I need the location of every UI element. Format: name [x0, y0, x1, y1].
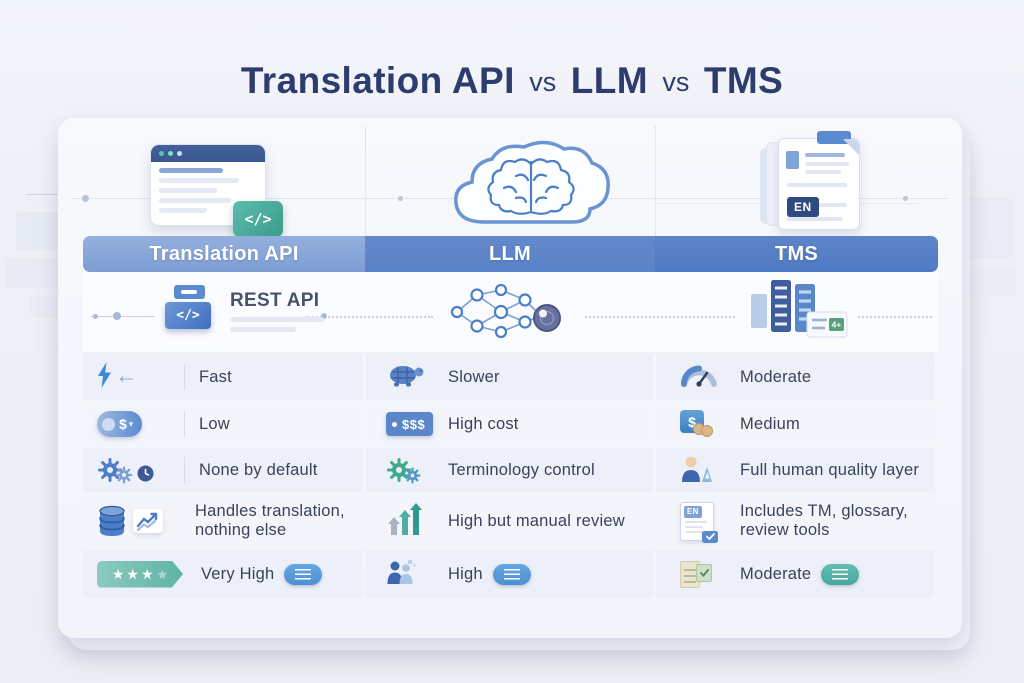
speed-api-label: Fast — [199, 367, 232, 386]
code-window-icon: </> — [165, 284, 217, 330]
lightning-icon — [97, 361, 112, 393]
gauge-icon — [680, 363, 718, 392]
person-badge-icon — [680, 454, 714, 487]
clock-icon — [137, 465, 154, 481]
background-decoration — [966, 198, 1014, 258]
title-vs: vs — [662, 67, 690, 97]
connector-dot — [398, 196, 403, 201]
comment-badge-icon — [284, 563, 323, 585]
top-icons-row: </> — [58, 118, 962, 239]
title-llm: LLM — [570, 60, 648, 101]
comment-badge-icon — [821, 563, 860, 585]
gears-icon — [386, 457, 421, 484]
people-group-icon — [386, 559, 416, 589]
check-icon — [702, 530, 718, 543]
cell-speed-tms: Moderate — [656, 354, 935, 400]
row-scope: Handles translation, nothing else High b… — [83, 494, 938, 548]
connector-line-dotted — [858, 316, 932, 318]
cell-customization-api: None by default — [83, 448, 363, 492]
connector-line-dotted — [585, 316, 735, 318]
cell-cost-api: $ ▾ Low — [83, 402, 363, 446]
quality-tms-label: Moderate — [740, 564, 812, 583]
dollar-coins-icon: $ — [680, 410, 714, 438]
background-connector-line — [26, 194, 62, 195]
cell-quality-llm: High — [366, 550, 653, 598]
cloud-brain-icon — [444, 136, 619, 239]
connector-line-dotted — [305, 316, 433, 318]
database-chart-icon — [97, 505, 163, 538]
gears-clock-icon — [97, 456, 154, 484]
cell-cost-llm: $$$ High cost — [366, 402, 653, 446]
cell-speed-api: ← Fast — [83, 354, 363, 400]
neural-network-icon — [443, 282, 568, 345]
browser-window-icon: </> — [150, 144, 283, 237]
cell-quality-tms: Moderate — [656, 550, 935, 598]
row-cost: $ ▾ Low $$$ High cost — [83, 402, 938, 446]
cell-scope-api: Handles translation, nothing else — [83, 494, 363, 548]
customization-api-label: None by default — [199, 460, 318, 479]
en-language-tag: EN — [787, 197, 819, 217]
connector-dot — [903, 196, 908, 201]
document-stack-icon: EN — [760, 131, 870, 230]
connector-line — [91, 316, 155, 317]
rest-api-label: REST API — [230, 290, 320, 311]
title-tms: TMS — [703, 60, 784, 101]
speed-llm-label: Slower — [448, 367, 500, 386]
quality-llm-label: High — [448, 564, 483, 583]
document-en-check-icon: EN — [680, 501, 718, 543]
connector-dot — [82, 195, 89, 202]
customization-tms-label: Full human quality layer — [740, 460, 920, 479]
title-vs: vs — [529, 67, 557, 97]
cell-scope-llm: High but manual review — [366, 494, 653, 548]
cell-customization-llm: Terminology control — [366, 448, 653, 492]
page-title: Translation API vs LLM vs TMS — [0, 60, 1024, 102]
row-customization: None by default — [83, 448, 938, 492]
cost-tms-label: Medium — [740, 414, 800, 433]
comment-badge-icon — [492, 563, 531, 585]
row-speed: ← Fast Slower — [83, 354, 938, 400]
row-quality: ★★★ ★ Very High — [83, 550, 938, 598]
server-stack-icon: 4+ — [749, 276, 849, 345]
cell-quality-api: ★★★ ★ Very High — [83, 550, 363, 598]
title-api: Translation API — [240, 60, 515, 101]
price-tag-icon: $$$ — [386, 412, 434, 436]
cell-scope-tms: EN Includes TM, glossary, review tools — [656, 494, 935, 548]
trend-lines-icon — [133, 509, 163, 533]
plus-badge: 4+ — [832, 320, 842, 330]
header-translation-api: Translation API — [83, 236, 365, 272]
cell-cost-tms: $ Medium — [656, 402, 935, 446]
speed-tms-label: Moderate — [740, 367, 812, 386]
comparison-card: </> — [58, 118, 962, 638]
scope-llm-label: High but manual review — [448, 511, 625, 530]
code-badge-icon: </> — [165, 302, 211, 329]
table-header: Translation API LLM TMS — [83, 236, 938, 272]
cost-api-label: Low — [199, 414, 230, 433]
scope-api-label: Handles translation, nothing else — [195, 501, 345, 539]
cell-speed-llm: Slower — [366, 354, 653, 400]
rising-arrows-icon — [386, 502, 422, 540]
price-pill-icon: $ ▾ — [97, 411, 143, 437]
protocol-row: </> REST API — [83, 272, 938, 354]
cost-llm-label: High cost — [448, 414, 519, 433]
code-badge-icon: </> — [233, 201, 283, 237]
arrow-left-icon: ← — [115, 361, 138, 388]
header-llm: LLM — [365, 236, 655, 272]
quality-api-label: Very High — [201, 564, 275, 583]
header-tms: TMS — [655, 236, 938, 272]
checklist-icon — [680, 560, 712, 588]
stars-rating-icon: ★★★ ★ — [97, 560, 183, 588]
cell-customization-tms: Full human quality layer — [656, 448, 935, 492]
browser-titlebar — [151, 145, 265, 162]
rest-api-cell: </> REST API — [165, 284, 324, 332]
customization-llm-label: Terminology control — [448, 460, 595, 479]
scope-tms-label: Includes TM, glossary, review tools — [740, 501, 908, 539]
turtle-icon — [386, 362, 426, 393]
